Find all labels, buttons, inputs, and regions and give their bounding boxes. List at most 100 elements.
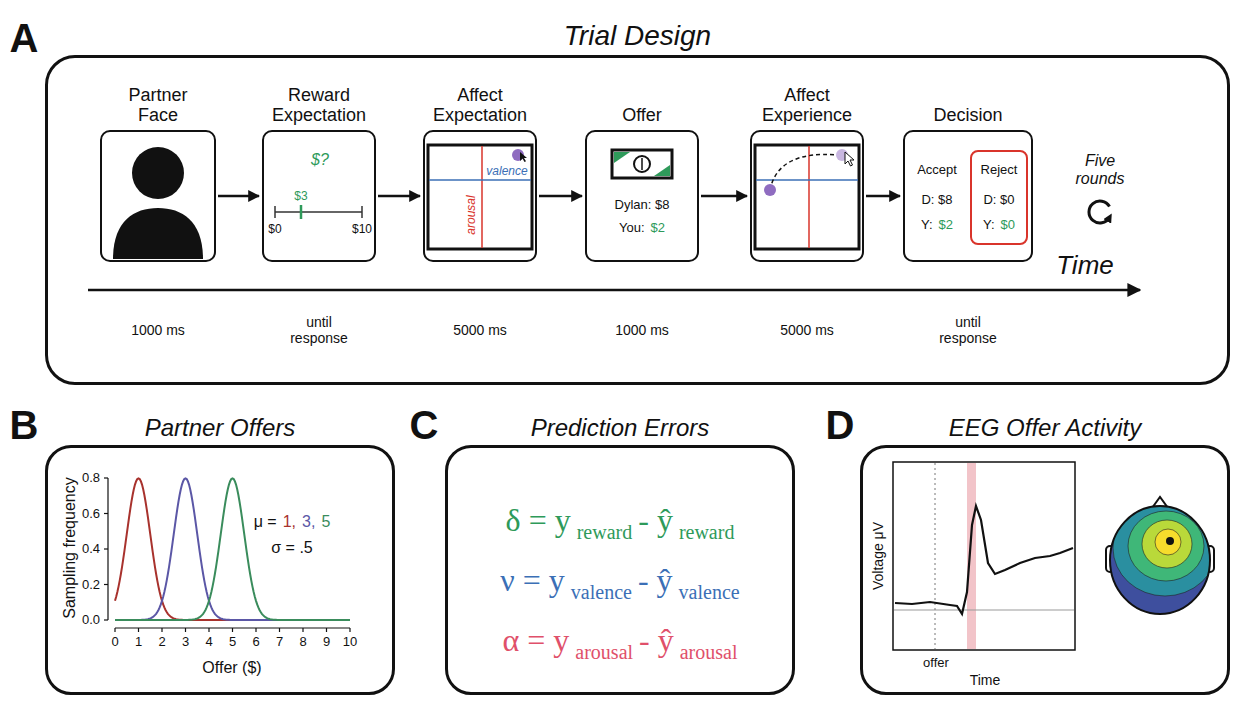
affect-grid: [764, 184, 776, 196]
erp-plot: [894, 609, 1074, 610]
partner-silhouette: [113, 208, 203, 259]
text-label: Y:: [983, 218, 995, 233]
equation-subscript: valence: [679, 581, 740, 604]
text-label: $2: [651, 221, 665, 236]
erp-plot: [893, 462, 1075, 650]
tick-label: 8: [299, 635, 306, 650]
tick-label: 1: [135, 635, 142, 650]
scalp-topography: [1142, 520, 1192, 568]
text-label: Reject: [981, 163, 1018, 178]
affect-grid: [428, 145, 532, 249]
flow-arrow: [539, 195, 582, 198]
panel-title: Trial Design: [438, 20, 838, 52]
reward-scale: [275, 211, 362, 213]
equation-subscript: arousal: [575, 641, 633, 664]
panel-letter: B: [10, 402, 39, 448]
money-icon: [614, 152, 630, 163]
text-label: D: $8: [921, 193, 952, 208]
event-label: offer: [923, 656, 949, 671]
offer-distribution-chart: [208, 628, 209, 632]
affect-grid: [429, 179, 531, 181]
scalp-topography: [1110, 506, 1210, 614]
offer-distribution-chart: [114, 628, 115, 632]
tick-label: 5: [229, 635, 236, 650]
reward-scale: [300, 205, 303, 219]
scalp-topography: [1128, 511, 1204, 581]
offer-distribution-chart: [104, 478, 350, 632]
repeat-icon: [1089, 201, 1110, 223]
text-label: Y:: [921, 218, 933, 233]
offer-distribution-chart: [255, 628, 256, 632]
offer-distribution-chart: [115, 478, 350, 620]
offer-distribution-chart: [104, 584, 108, 585]
tick-label: 3: [182, 635, 189, 650]
money-icon: [641, 158, 643, 170]
text-row: Y: $0: [980, 218, 1018, 233]
text-label: 5: [321, 513, 330, 531]
equation-row: α = yarousal- ŷarousal: [500, 622, 741, 659]
tick-label: 0: [111, 635, 118, 650]
affect-grid: [845, 152, 854, 166]
offer-distribution-chart: [161, 628, 162, 632]
panel-title: EEG Offer Activity: [895, 414, 1195, 442]
stage-box: OfferDylan: $8You:$2: [585, 130, 699, 262]
offer-distribution-chart: [302, 628, 303, 632]
money-icon: [634, 156, 650, 172]
affect-grid: [770, 154, 838, 190]
equation-row: μ =1,3,5: [251, 513, 334, 531]
offer-distribution-chart: [104, 619, 108, 620]
text-label: 3,: [302, 513, 315, 531]
money-icon: [612, 150, 672, 178]
affect-grid: [756, 179, 858, 181]
tick-label: 6: [252, 635, 259, 650]
partner-silhouette: [132, 147, 184, 199]
text-label: $?: [311, 151, 329, 169]
reward-scale: [274, 206, 276, 218]
scalp-topography: [1113, 500, 1217, 596]
tick-label: 9: [323, 635, 330, 650]
equation-term: - ŷ: [638, 562, 673, 599]
scalp-topography: [1166, 537, 1174, 545]
stage-box: Affect Expectationvalencearousal: [423, 130, 537, 262]
equation-term: α = y: [503, 622, 570, 659]
tick-label: 7: [276, 635, 283, 650]
reward-scale: [275, 205, 362, 219]
text-label: $0: [268, 223, 281, 237]
stage-heading: Partner Face: [108, 85, 208, 126]
panel-letter: C: [410, 402, 439, 448]
text-label: D: $0: [983, 193, 1014, 208]
affect-grid: [520, 152, 527, 162]
offer-distribution-chart: [326, 628, 327, 632]
money-icon: [654, 165, 670, 176]
axis-label: arousal: [465, 195, 479, 234]
offer-distribution-chart: [279, 628, 280, 632]
text-label: $2: [939, 218, 953, 233]
stage-box: Partner Face: [100, 130, 216, 262]
offer-distribution-chart: [232, 628, 233, 632]
text-row: You:$2: [616, 221, 668, 236]
parameter-label: σ = .5: [271, 539, 312, 557]
duration-label: 5000 ms: [440, 322, 520, 338]
flow-arrow: [866, 195, 900, 198]
flow-arrow: [378, 195, 420, 198]
offer-distribution-chart: [115, 478, 350, 620]
text-label: $0: [1001, 218, 1015, 233]
timeline-arrow: [88, 290, 1140, 291]
affect-grid: [428, 145, 532, 249]
reject-box: Reject D: $0 Y: $0: [970, 150, 1028, 245]
stage-heading: Affect Experience: [745, 85, 870, 126]
erp-plot: [895, 506, 1073, 614]
tick-label: 0.8: [82, 471, 100, 486]
repeat-icon: [1089, 201, 1110, 223]
stage-heading: Offer: [572, 105, 712, 126]
panel-frame: EEG Offer Activity: [860, 445, 1230, 695]
tick-label: 4: [205, 635, 212, 650]
axis-label: Time: [1056, 251, 1114, 281]
stage-box: DecisionAcceptD: $8Y:$2RejectD: $0Y:$0: [903, 130, 1033, 262]
equation-row: ν = yvalence- ŷvalence: [497, 562, 742, 599]
flow-arrow: [218, 195, 259, 198]
partner-silhouette: [113, 147, 203, 259]
money-icon: [612, 150, 672, 178]
text-label: $3: [294, 190, 307, 204]
reward-scale: [361, 206, 363, 218]
